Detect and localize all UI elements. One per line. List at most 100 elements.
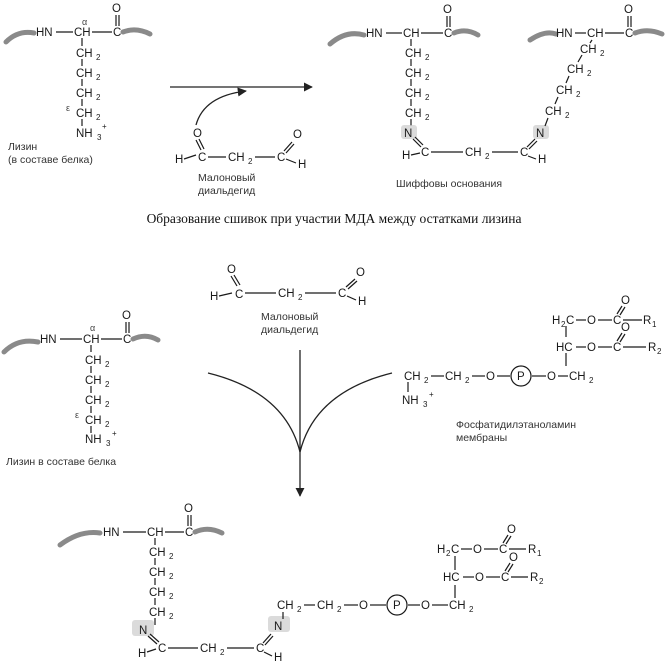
protein-chain-left <box>3 29 37 45</box>
schiff-base-product: HN CH C O CH 2 CH 2 CH 2 CH 2 N C H CH 2… <box>327 4 665 190</box>
svg-text:H: H <box>552 315 560 327</box>
svg-text:O: O <box>359 600 368 612</box>
svg-text:CH: CH <box>228 152 245 164</box>
svg-text:CH: CH <box>465 147 482 159</box>
lysine-sublabel: (в составе белка) <box>8 154 93 166</box>
svg-text:H: H <box>358 296 366 308</box>
svg-text:C: C <box>566 315 574 327</box>
ch2-4: CH <box>76 108 93 120</box>
caption-top: Образование сшивок при участии МДА между… <box>147 211 522 226</box>
svg-text:CH: CH <box>587 28 604 40</box>
svg-text:2: 2 <box>425 93 430 102</box>
svg-text:HN: HN <box>556 28 573 40</box>
mda-bottom-sublabel: диальдегид <box>261 324 318 336</box>
svg-text:CH: CH <box>445 371 462 383</box>
svg-text:CH: CH <box>404 371 421 383</box>
svg-text:2: 2 <box>425 73 430 82</box>
svg-text:2: 2 <box>589 376 594 385</box>
svg-text:CH: CH <box>405 108 422 120</box>
svg-text:CH: CH <box>580 44 597 56</box>
svg-text:2: 2 <box>446 549 451 558</box>
svg-text:CH: CH <box>149 587 166 599</box>
ch2-3: CH <box>76 88 93 100</box>
lysine-pe-adduct: HN CH C O CH 2 CH 2 CH 2 CH 2 N C H CH 2… <box>57 503 544 664</box>
svg-text:C: C <box>256 643 264 655</box>
svg-text:2: 2 <box>169 592 174 601</box>
svg-text:CH: CH <box>405 88 422 100</box>
svg-text:O: O <box>486 371 495 383</box>
svg-text:CH: CH <box>149 547 166 559</box>
svg-text:CH: CH <box>83 334 100 346</box>
mda-top: O H C CH 2 C O H Малоновый диальдегид <box>175 128 306 197</box>
svg-text:α: α <box>90 323 95 333</box>
svg-text:O: O <box>293 129 302 141</box>
svg-text:C: C <box>501 572 509 584</box>
nh3-group: NH <box>76 128 93 140</box>
epsilon-label: ε <box>66 103 70 113</box>
lysine-top: HN α CH C O CH 2 CH 2 CH 2 ε CH 2 NH 3 +… <box>3 3 153 166</box>
ch2-1: CH <box>76 48 93 60</box>
svg-text:2: 2 <box>96 73 101 82</box>
svg-text:H: H <box>437 544 445 556</box>
svg-text:O: O <box>193 128 202 140</box>
phosphatidylethanolamine: H 2 C O C O R 1 HC O C O R 2 CH 2 CH 2 O… <box>402 295 662 444</box>
svg-text:2: 2 <box>600 49 605 58</box>
svg-text:HC: HC <box>556 342 573 354</box>
svg-text:C: C <box>158 643 166 655</box>
protein-chain-right <box>120 27 153 37</box>
svg-text:1: 1 <box>652 320 657 329</box>
mda-label: Малоновый <box>198 172 256 184</box>
svg-text:1: 1 <box>537 549 542 558</box>
mda-bottom-label: Малоновый <box>261 311 319 323</box>
imine-n-left: N <box>404 128 412 140</box>
svg-text:O: O <box>356 267 365 279</box>
svg-text:CH: CH <box>556 85 573 97</box>
svg-text:+: + <box>102 122 107 131</box>
svg-text:C: C <box>613 342 621 354</box>
phosphate-p: P <box>517 371 525 383</box>
svg-text:CH: CH <box>85 395 102 407</box>
svg-text:3: 3 <box>423 400 428 409</box>
svg-text:H: H <box>138 648 146 660</box>
svg-text:C: C <box>625 28 633 40</box>
svg-text:H: H <box>274 652 282 664</box>
svg-text:CH: CH <box>405 68 422 80</box>
svg-text:CH: CH <box>149 607 166 619</box>
svg-text:C: C <box>235 289 243 301</box>
mda-bottom: O H C CH 2 C O H Малоновый диальдегид <box>210 264 366 336</box>
svg-text:2: 2 <box>337 605 342 614</box>
pe-label: Фосфатидилэтаноламин <box>456 419 576 431</box>
svg-text:C: C <box>123 334 131 346</box>
svg-text:+: + <box>112 429 117 438</box>
svg-text:2: 2 <box>565 111 570 120</box>
svg-text:CH: CH <box>85 355 102 367</box>
alpha-label: α <box>82 17 87 27</box>
svg-text:2: 2 <box>169 552 174 561</box>
svg-text:C: C <box>198 152 206 164</box>
svg-text:O: O <box>443 4 452 16</box>
svg-text:C: C <box>277 152 285 164</box>
svg-text:O: O <box>621 322 630 334</box>
carbonyl-o: O <box>112 3 121 15</box>
svg-text:2: 2 <box>561 320 566 329</box>
svg-text:R: R <box>530 572 538 584</box>
svg-text:P: P <box>393 600 401 612</box>
svg-text:2: 2 <box>248 157 253 166</box>
svg-text:2: 2 <box>425 53 430 62</box>
svg-text:2: 2 <box>105 360 110 369</box>
phosphate-circle <box>510 365 532 387</box>
svg-text:CH: CH <box>200 643 217 655</box>
svg-text:3: 3 <box>106 439 111 448</box>
svg-text:2: 2 <box>469 605 474 614</box>
svg-text:2: 2 <box>298 293 303 302</box>
svg-text:2: 2 <box>96 53 101 62</box>
svg-text:CH: CH <box>278 288 295 300</box>
svg-text:R: R <box>643 315 651 327</box>
svg-text:2: 2 <box>587 69 592 78</box>
ch2-2: CH <box>76 68 93 80</box>
svg-text:2: 2 <box>105 420 110 429</box>
converging-arrows <box>207 350 393 497</box>
svg-text:2: 2 <box>485 152 490 161</box>
svg-text:2: 2 <box>657 347 662 356</box>
